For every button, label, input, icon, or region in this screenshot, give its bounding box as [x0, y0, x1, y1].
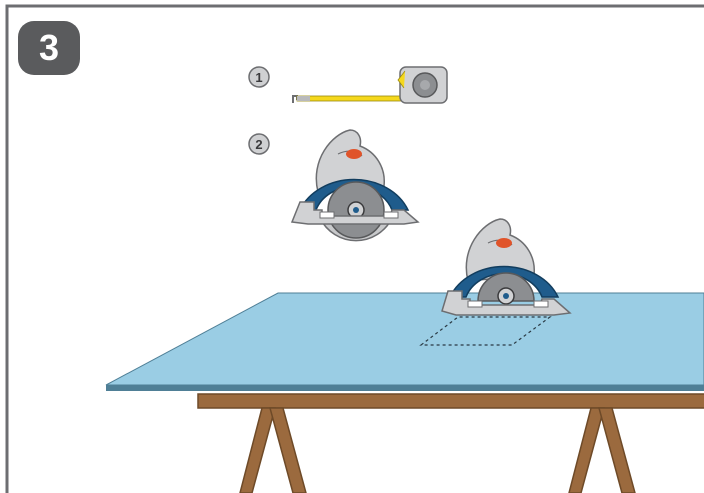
circular-saw-icon — [290, 129, 420, 242]
circular-saw-on-board — [441, 218, 572, 316]
illustration-frame — [5, 4, 704, 493]
callout-1-label: 1 — [255, 70, 262, 85]
board-panel — [105, 292, 704, 391]
step-number: 3 — [39, 27, 59, 68]
cut-line — [419, 316, 552, 346]
callout-1: 1 — [248, 66, 270, 88]
sawhorse-icon — [197, 393, 704, 493]
step-badge: 3 — [18, 21, 80, 75]
callout-2-label: 2 — [255, 137, 262, 152]
callout-2: 2 — [248, 133, 270, 155]
tape-measure-icon — [292, 66, 448, 104]
